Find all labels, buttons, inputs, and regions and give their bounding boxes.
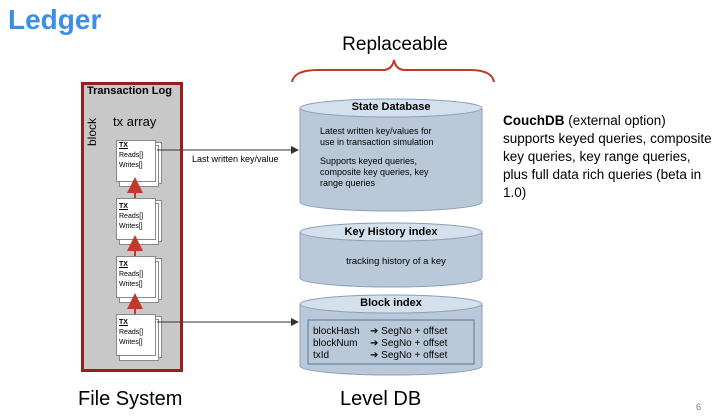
tx-label: TX <box>119 142 128 149</box>
block-index-cylinder <box>299 294 483 376</box>
replaceable-brace <box>291 59 495 83</box>
tx-label: TX <box>119 203 128 210</box>
writes-label: Writes[] <box>119 281 143 288</box>
page-number: 6 <box>696 402 702 412</box>
state-db-line: use in transaction simulation <box>320 137 434 147</box>
key-history-title: Key History index <box>344 226 438 238</box>
tx-label: TX <box>119 319 128 326</box>
state-db-line: Latest written key/values for <box>320 126 432 136</box>
tx-array-label: tx array <box>113 114 157 129</box>
key-history-text: tracking history of a key <box>346 256 446 267</box>
state-db-line: composite key queries, key <box>320 167 429 177</box>
block-index-row: blockNum ➔ SegNo + offset <box>313 338 483 350</box>
tx-page-text: TX Reads[] Writes[] <box>119 202 143 232</box>
block-index-row: blockHash ➔ SegNo + offset <box>313 326 483 338</box>
reads-label: Reads[] <box>119 271 144 278</box>
db-cylinders <box>299 98 483 376</box>
couchdb-description: CouchDB (external option) supports keyed… <box>503 112 713 202</box>
reads-label: Reads[] <box>119 329 144 336</box>
block-index-value: SegNo + offset <box>381 338 448 349</box>
replaceable-label: Replaceable <box>342 34 448 55</box>
slide-title: Ledger <box>8 4 102 35</box>
tx-page-front <box>116 256 156 298</box>
block-index-key: blockNum <box>313 338 358 349</box>
state-db-title: State Database <box>351 101 431 113</box>
key-history-cylinder <box>299 222 483 288</box>
tx-label: TX <box>119 261 128 268</box>
reads-label: Reads[] <box>119 213 144 220</box>
tx-page-text: TX Reads[] Writes[] <box>119 318 143 348</box>
tx-page-text: TX Reads[] Writes[] <box>119 260 143 290</box>
state-db-line: range queries <box>320 178 376 188</box>
block-index-title: Block index <box>360 297 422 309</box>
block-index-value: SegNo + offset <box>381 326 448 337</box>
file-system-label: File System <box>78 388 183 410</box>
writes-label: Writes[] <box>119 162 143 169</box>
state-db-description: Latest written key/values for use in tra… <box>320 126 480 189</box>
writes-label: Writes[] <box>119 339 143 346</box>
couchdb-details: (external option) supports keyed queries… <box>503 113 712 200</box>
block-index-table: blockHash ➔ SegNo + offset blockNum ➔ SegN… <box>313 326 483 362</box>
last-written-label: Last written key/value <box>192 154 279 164</box>
block-index-key: blockHash <box>313 326 360 337</box>
tx-page-text: TX Reads[] Writes[] <box>119 141 143 171</box>
right-arrow-icon: ➔ <box>370 350 382 361</box>
block-index-value: SegNo + offset <box>381 350 448 361</box>
couchdb-name: CouchDB <box>503 113 565 128</box>
state-db-cylinder <box>299 98 483 212</box>
tx-page-front <box>116 198 156 240</box>
state-db-line: Supports keyed queries, <box>320 156 418 166</box>
tx-page-front <box>116 314 156 356</box>
reads-label: Reads[] <box>119 152 144 159</box>
right-arrow-icon: ➔ <box>370 326 382 337</box>
right-arrow-icon: ➔ <box>370 338 382 349</box>
level-db-label: Level DB <box>340 388 422 410</box>
block-index-row: txId ➔ SegNo + offset <box>313 350 483 362</box>
transaction-log-title: Transaction Log <box>87 85 172 97</box>
writes-label: Writes[] <box>119 223 143 230</box>
tx-page-front <box>116 140 156 182</box>
block-index-key: txId <box>313 350 330 361</box>
